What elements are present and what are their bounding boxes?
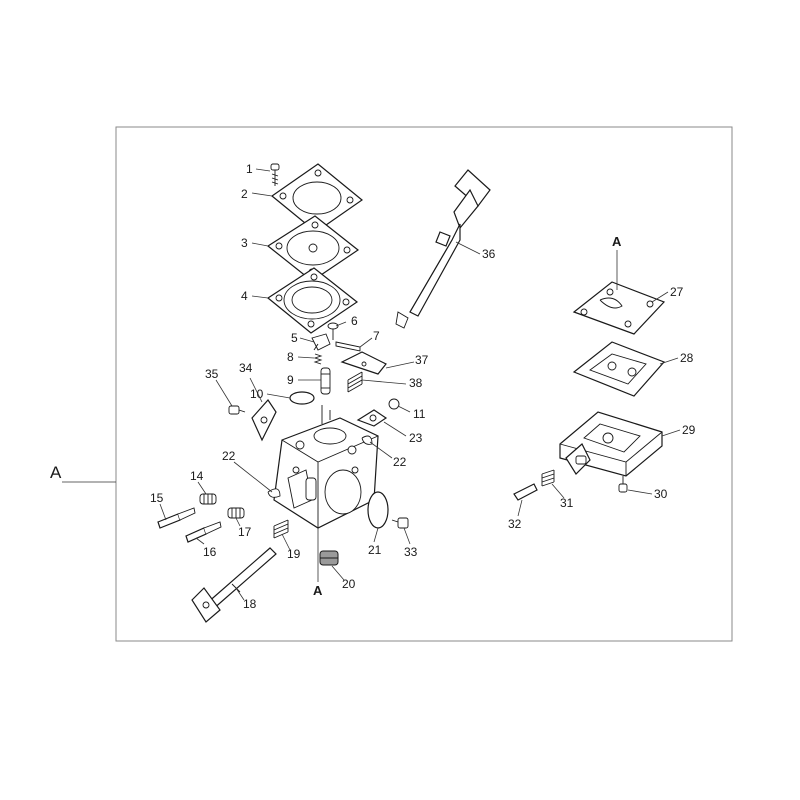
- part-spring-19: [273, 519, 289, 539]
- part-number-20: 20: [342, 577, 356, 591]
- part-spring-38: [347, 371, 363, 393]
- part-number-23: 23: [409, 431, 423, 445]
- part-carburetor-body: [273, 405, 379, 529]
- part-screw-30: [618, 476, 628, 493]
- part-number-14: 14: [190, 469, 204, 483]
- part-throttle-shaft-18: [191, 547, 277, 623]
- part-number-22-right: 22: [393, 455, 407, 469]
- part-number-34: 34: [239, 361, 253, 375]
- part-gasket-27: [572, 281, 666, 335]
- part-number-18: 18: [243, 597, 257, 611]
- sheet-reference-label: A: [50, 463, 62, 482]
- part-ring-22-right: [361, 435, 373, 445]
- part-fitting-36: [395, 169, 491, 329]
- part-gasket-34: [251, 399, 277, 442]
- part-number-3: 3: [241, 236, 248, 250]
- part-gasket-3: [266, 215, 360, 282]
- part-number-35: 35: [205, 367, 219, 381]
- leader-lines: [159, 168, 681, 601]
- part-number-22-left: 22: [222, 449, 236, 463]
- part-plate-37: [340, 351, 387, 375]
- part-adjust-screw-15: [157, 507, 196, 529]
- part-number-30: 30: [654, 487, 668, 501]
- part-number-2: 2: [241, 187, 248, 201]
- part-number-31: 31: [560, 496, 574, 510]
- part-number-labels: 1 2 3 4 5 6 7 8 9 10 11 14 15 16 17 18 1…: [150, 162, 696, 611]
- part-pin-7: [335, 341, 361, 352]
- part-pump-cover-29: [559, 411, 663, 477]
- part-number-17: 17: [238, 525, 252, 539]
- part-number-29: 29: [682, 423, 696, 437]
- part-number-6: 6: [351, 314, 358, 328]
- part-diaphragm-4: [266, 267, 359, 334]
- part-number-8: 8: [287, 350, 294, 364]
- part-number-28: 28: [680, 351, 694, 365]
- part-number-1: 1: [246, 162, 253, 176]
- part-diaphragm-28: [572, 341, 666, 397]
- part-number-7: 7: [373, 329, 380, 343]
- part-screw-11: [388, 398, 400, 410]
- part-spring-31: [541, 469, 555, 487]
- part-number-38: 38: [409, 376, 423, 390]
- part-number-9: 9: [287, 373, 294, 387]
- part-screw-33: [391, 517, 409, 529]
- part-lever-5: [311, 333, 331, 351]
- part-number-37: 37: [415, 353, 429, 367]
- part-needle-9: [320, 367, 331, 395]
- part-number-4: 4: [241, 289, 248, 303]
- part-screen-10: [289, 391, 315, 405]
- part-number-36: 36: [482, 247, 496, 261]
- part-number-32: 32: [508, 517, 522, 531]
- part-screw-35: [228, 405, 246, 415]
- part-number-21: 21: [368, 543, 382, 557]
- part-spring-17: [227, 507, 245, 519]
- reference-mark-pump-cover: A: [612, 234, 622, 249]
- part-spring-14: [199, 493, 217, 505]
- part-disc-21: [367, 491, 389, 529]
- part-number-33: 33: [404, 545, 418, 559]
- part-adjust-screw-16: [185, 521, 222, 543]
- diagram-frame: [115, 126, 733, 642]
- part-screw-32: [513, 483, 538, 501]
- part-number-15: 15: [150, 491, 164, 505]
- part-number-5: 5: [291, 331, 298, 345]
- part-number-16: 16: [203, 545, 217, 559]
- part-spring-8: [313, 353, 323, 365]
- part-screw-1: [270, 163, 280, 186]
- part-lever-23: [356, 409, 388, 427]
- part-number-11: 11: [413, 407, 426, 421]
- part-screw-6: [327, 322, 339, 340]
- reference-mark-main-body: A: [313, 583, 323, 598]
- part-number-10: 10: [250, 387, 264, 401]
- part-number-19: 19: [287, 547, 301, 561]
- part-plug-20: [319, 550, 339, 566]
- part-number-27: 27: [670, 285, 684, 299]
